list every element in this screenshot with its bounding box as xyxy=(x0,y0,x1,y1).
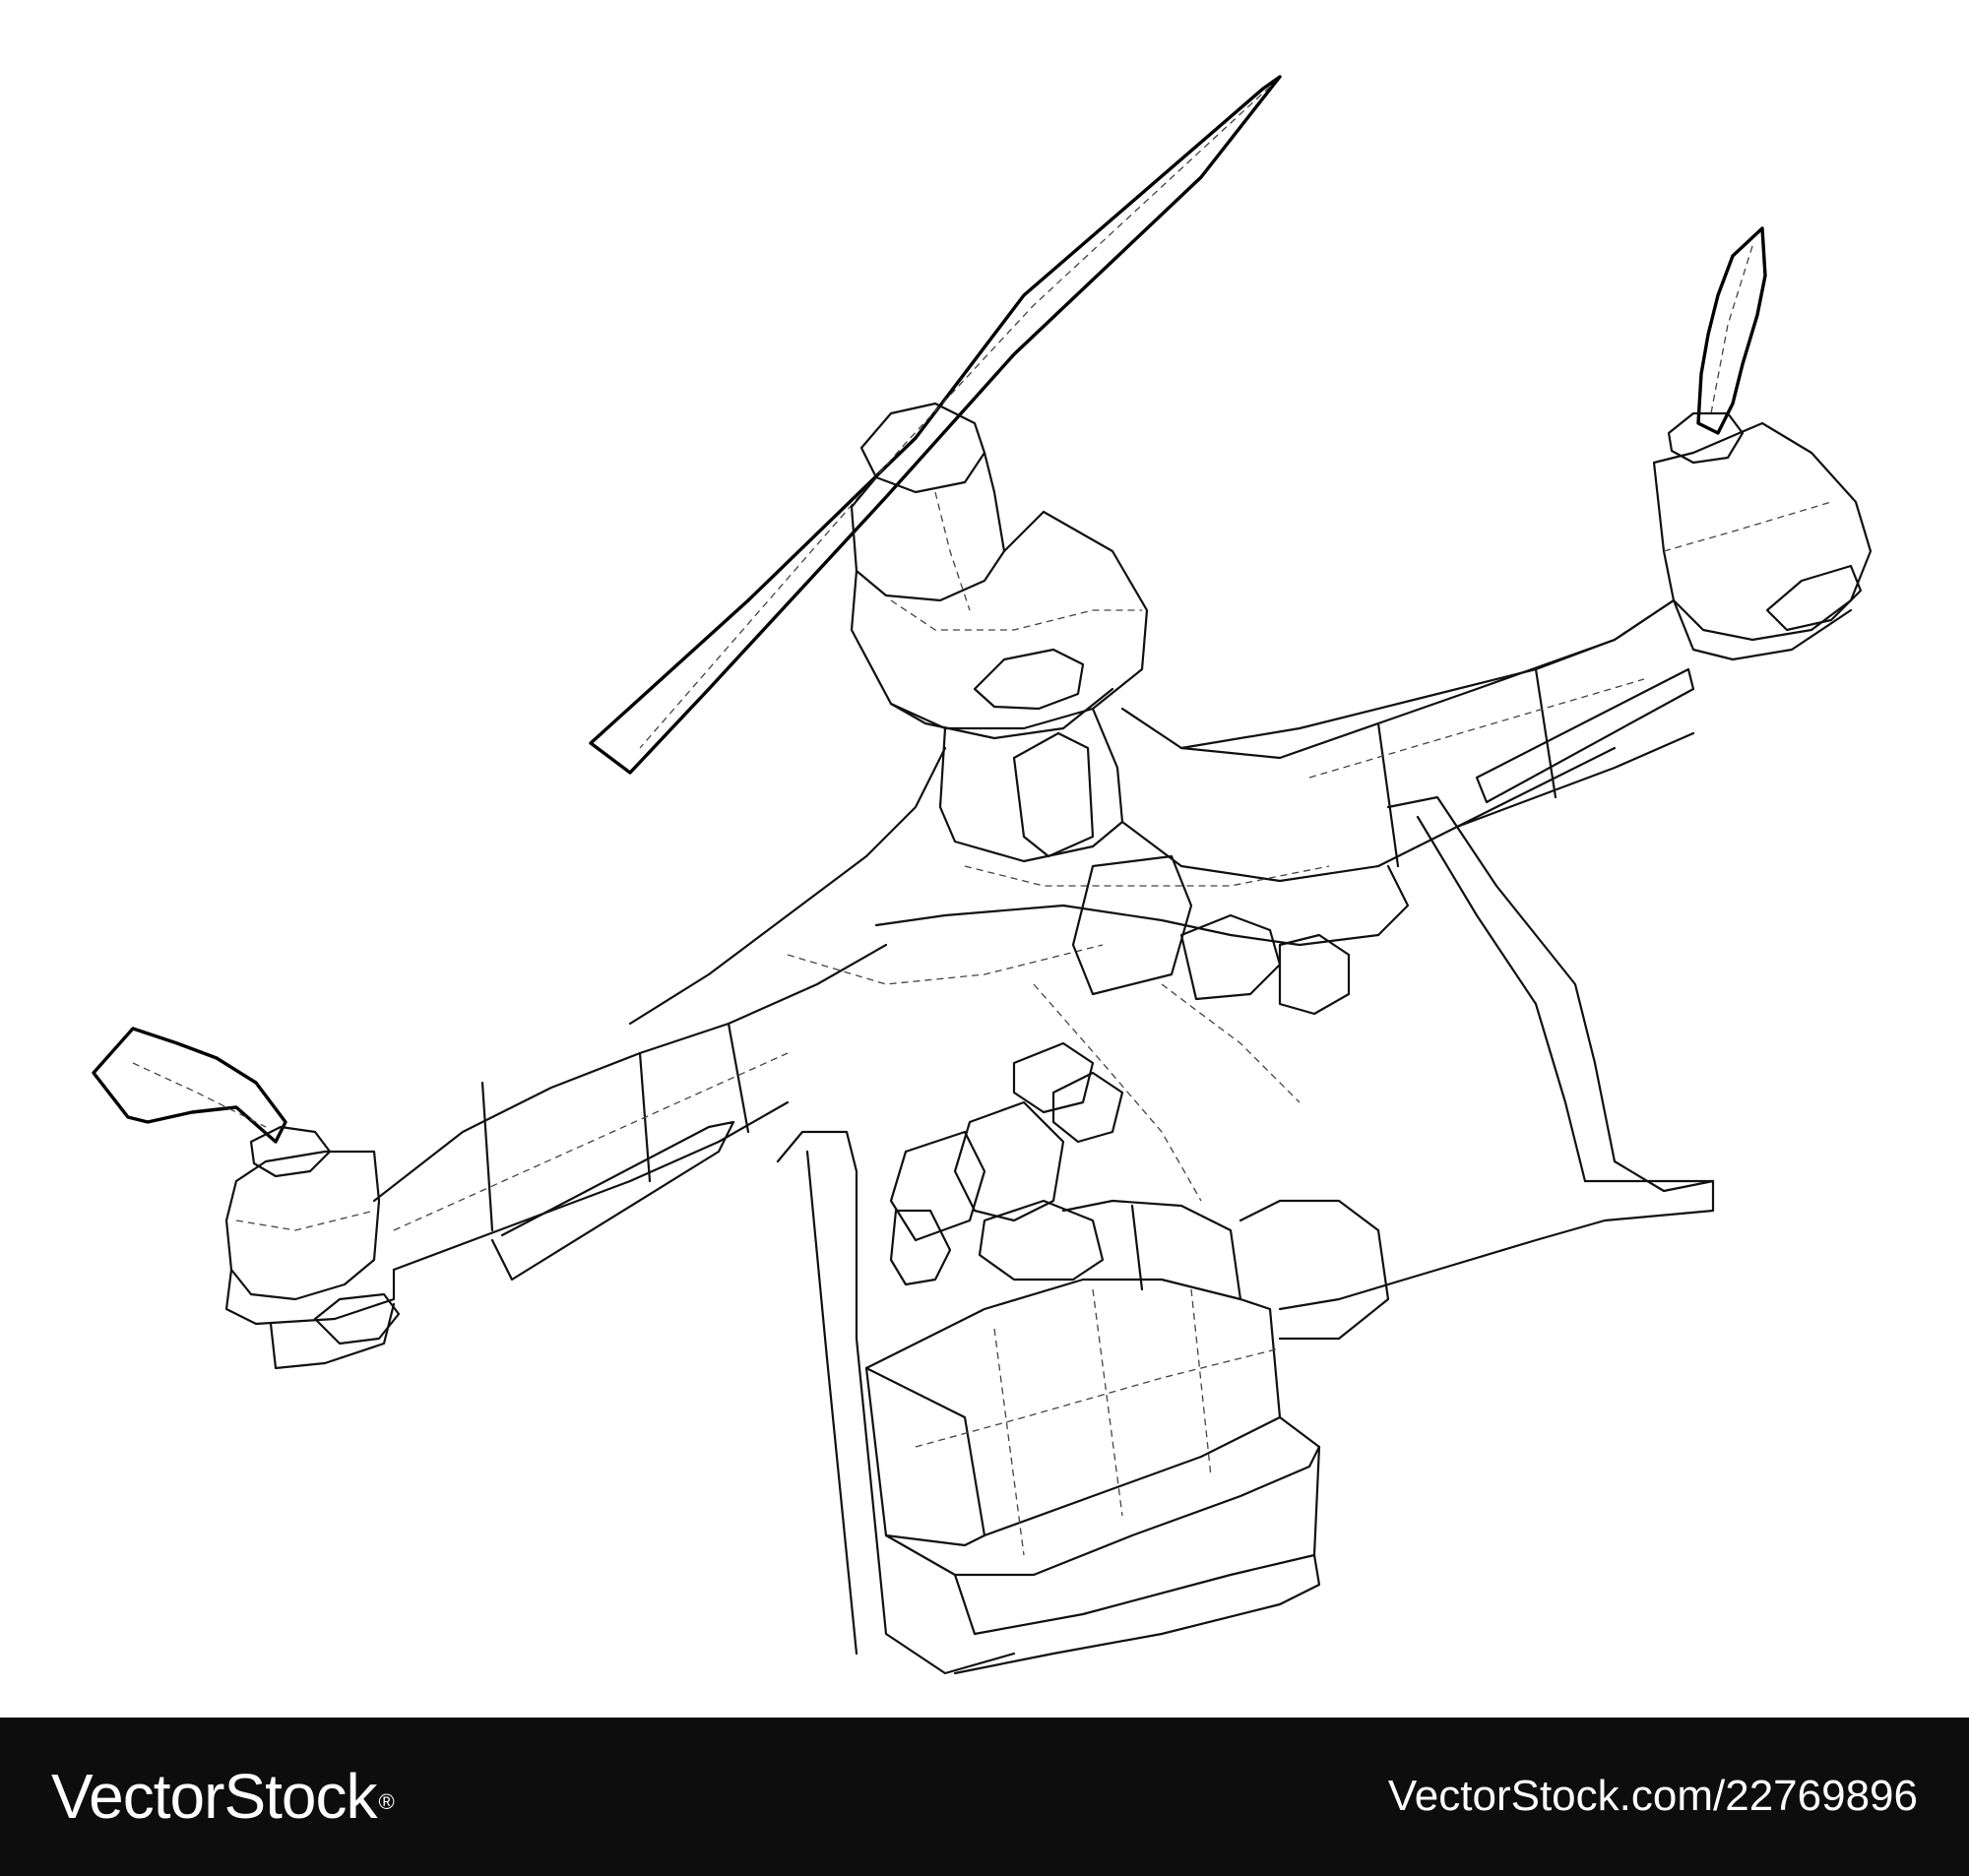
brand-logo: VectorStock® xyxy=(51,1757,395,1836)
top-propeller xyxy=(589,75,1282,775)
drone-body xyxy=(628,598,1676,1026)
brand-name: VectorStock xyxy=(51,1761,377,1832)
landing-gear xyxy=(776,795,1715,1675)
right-propeller xyxy=(1696,226,1767,435)
right-arm xyxy=(1179,598,1695,868)
camera-gimbal xyxy=(889,854,1351,1286)
left-propeller xyxy=(92,1027,287,1144)
watermark-footer: VectorStock® VectorStock.com/22769896 xyxy=(0,1718,1969,1876)
left-motor xyxy=(224,1125,401,1370)
registered-mark: ® xyxy=(378,1789,395,1814)
payload-box xyxy=(864,1199,1390,1636)
image-id-label: VectorStock.com/22769896 xyxy=(1387,1772,1918,1820)
left-arm xyxy=(372,943,888,1282)
right-motor xyxy=(1652,411,1873,661)
drone-wireframe-illustration xyxy=(92,75,1873,1675)
drone-drawing xyxy=(92,75,1873,1675)
